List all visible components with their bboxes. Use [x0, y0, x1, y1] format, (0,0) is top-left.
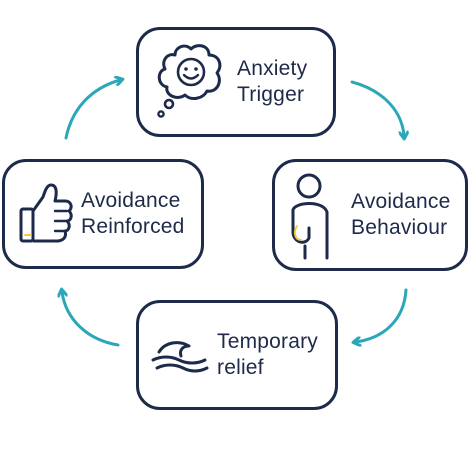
node-avoidance-behaviour: Avoidance Behaviour [272, 159, 468, 271]
arrow-bottom-to-left [62, 292, 120, 347]
node-temporary-relief: Temporary relief [136, 300, 338, 410]
node-label: Anxiety Trigger [237, 56, 307, 108]
person-turning-away-icon [283, 170, 339, 260]
arrow-left-to-top [64, 80, 120, 140]
node-label: Temporary relief [217, 329, 318, 381]
node-label-line1: Anxiety [237, 57, 308, 80]
node-label-line2: Reinforced [81, 215, 185, 238]
node-avoidance-reinforced: Avoidance Reinforced [2, 159, 204, 269]
node-anxiety-trigger: Anxiety Trigger [136, 27, 336, 137]
arrow-right-to-bottom [356, 288, 408, 342]
arrow-top-to-right [350, 80, 404, 136]
node-label-line2: Trigger [237, 83, 305, 106]
node-label: Avoidance Behaviour [351, 189, 451, 241]
node-label-line1: Avoidance [351, 190, 451, 213]
node-label-line2: relief [217, 356, 264, 379]
node-label-line2: Behaviour [351, 216, 448, 239]
smiley-thought-bubble-icon [153, 41, 229, 123]
thumbs-up-icon [17, 179, 73, 249]
wave-relief-icon [149, 330, 211, 380]
node-label-line1: Temporary [217, 330, 318, 353]
node-label: Avoidance Reinforced [81, 188, 185, 240]
node-label-line1: Avoidance [81, 189, 181, 212]
